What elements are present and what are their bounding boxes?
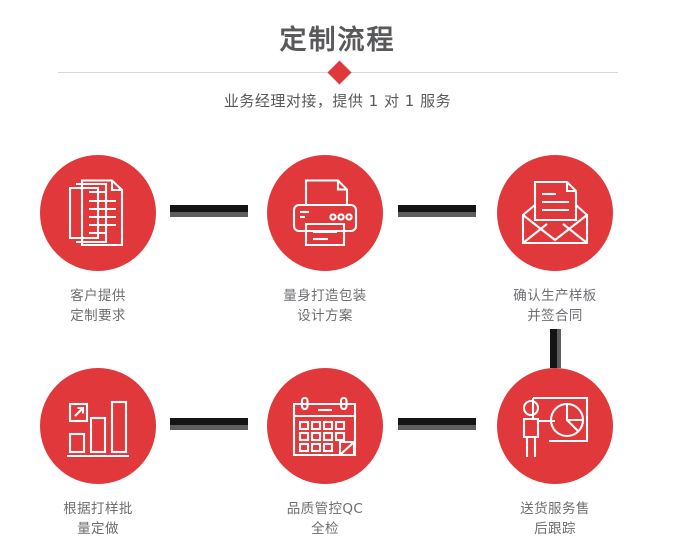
- step-item-1[interactable]: 客户提供 定制要求: [18, 155, 178, 326]
- step-icon-circle-4: [40, 368, 156, 484]
- connector-bar: [170, 418, 248, 425]
- connector-shadow: [557, 329, 561, 368]
- step-icon-circle-2: [267, 155, 383, 271]
- step-icon-circle-6: [497, 368, 613, 484]
- step-item-4[interactable]: 根据打样批 量定做: [18, 368, 178, 539]
- title-divider: [0, 60, 675, 85]
- step-icon-circle-3: [497, 155, 613, 271]
- step-item-2[interactable]: 量身打造包装 设计方案: [245, 155, 405, 326]
- connector-step1-step2: [170, 205, 248, 217]
- page-title: 定制流程: [279, 25, 396, 56]
- connector-step4-step5: [170, 418, 248, 430]
- bar-chart-growth-icon: [66, 394, 130, 458]
- connector-bar: [398, 205, 476, 212]
- step-label-4: 根据打样批 量定做: [63, 501, 133, 537]
- page-subtitle: 业务经理对接，提供 1 对 1 服务: [223, 92, 452, 110]
- connector-shadow: [398, 212, 476, 217]
- process-steps: 客户提供 定制要求 量身打造包装 设计方案: [0, 130, 675, 550]
- step-label-3: 确认生产样板 并签合同: [513, 288, 597, 324]
- step-icon-circle-5: [267, 368, 383, 484]
- connector-step3-step6: [550, 329, 561, 368]
- connector-bar: [398, 418, 476, 425]
- connector-bar: [550, 329, 557, 368]
- step-item-6[interactable]: 送货服务售 后跟踪: [475, 368, 635, 539]
- step-item-5[interactable]: 品质管控QC 全检: [245, 368, 405, 539]
- connector-shadow: [170, 425, 248, 430]
- step-label-5: 品质管控QC 全检: [286, 501, 364, 537]
- diamond-icon: [327, 60, 352, 85]
- presenter-pie-chart-icon: [521, 393, 589, 459]
- connector-shadow: [170, 212, 248, 217]
- connector-step5-step6: [398, 418, 476, 430]
- step-item-3[interactable]: 确认生产样板 并签合同: [475, 155, 635, 326]
- documents-stack-icon: [65, 179, 131, 247]
- step-icon-circle-1: [40, 155, 156, 271]
- step-label-2: 量身打造包装 设计方案: [283, 288, 367, 324]
- page-header: 定制流程 业务经理对接，提供 1 对 1 服务: [0, 0, 675, 130]
- step-label-1: 客户提供 定制要求: [70, 288, 126, 324]
- step-label-6: 送货服务售 后跟踪: [520, 501, 590, 537]
- connector-bar: [170, 205, 248, 212]
- envelope-document-icon: [520, 180, 590, 246]
- calendar-check-icon: [291, 394, 359, 458]
- printer-icon: [290, 179, 360, 247]
- connector-shadow: [398, 425, 476, 430]
- connector-step2-step3: [398, 205, 476, 217]
